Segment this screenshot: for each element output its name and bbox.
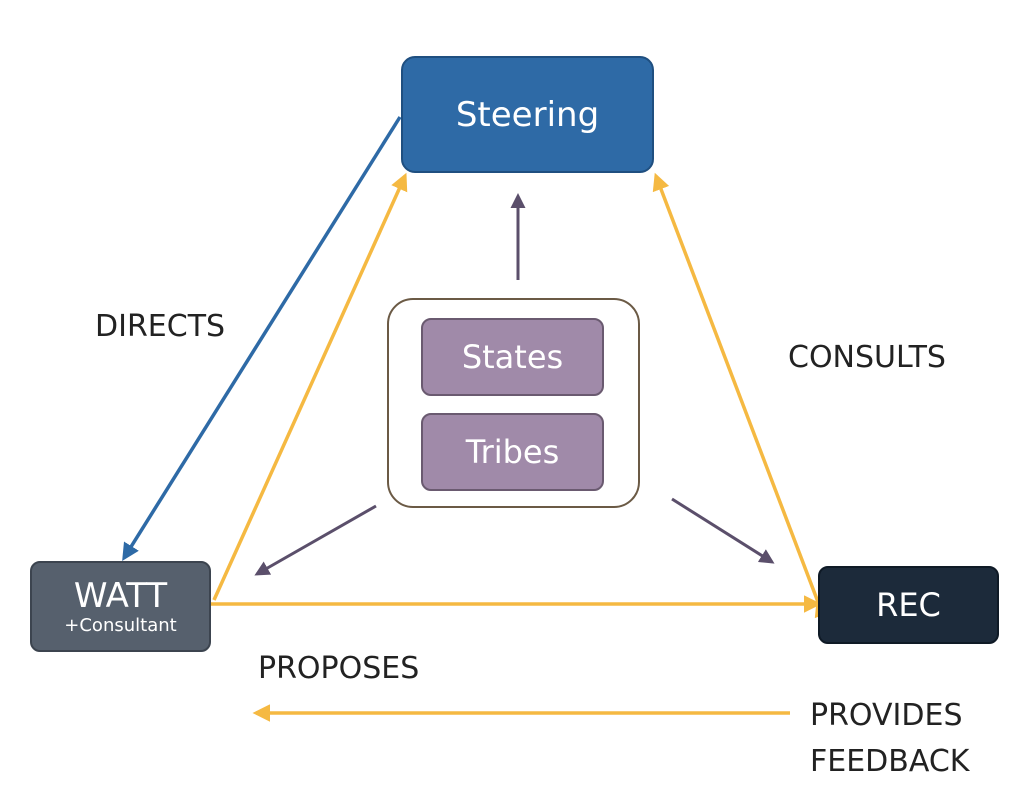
states-node: States: [421, 318, 604, 396]
steering-node: Steering: [401, 56, 654, 173]
tribes-node: Tribes: [421, 413, 604, 491]
watt-to-steering-arrow: [212, 172, 408, 601]
consults-label: CONSULTS: [788, 340, 946, 375]
states-label: States: [461, 338, 564, 376]
group-to-watt-arrow: [254, 504, 377, 576]
tribes-label: Tribes: [465, 433, 560, 471]
steering-label: Steering: [455, 94, 600, 135]
watt-node: WATT +Consultant: [30, 561, 211, 652]
consults-arrow: [652, 172, 832, 619]
provides-feedback-label: PROVIDES FEEDBACK: [810, 693, 969, 785]
directs-arrow: [122, 116, 402, 561]
rec-label: REC: [876, 586, 941, 624]
rec-node: REC: [818, 566, 999, 644]
watt-label: WATT: [73, 575, 168, 616]
group-to-rec-arrow: [671, 497, 775, 564]
proposes-label: PROPOSES: [258, 651, 420, 686]
watt-sublabel: +Consultant: [64, 614, 177, 636]
provides-feedback-line1: PROVIDES: [810, 698, 963, 733]
directs-label: DIRECTS: [95, 309, 226, 344]
provides-feedback-line2: FEEDBACK: [810, 744, 970, 779]
